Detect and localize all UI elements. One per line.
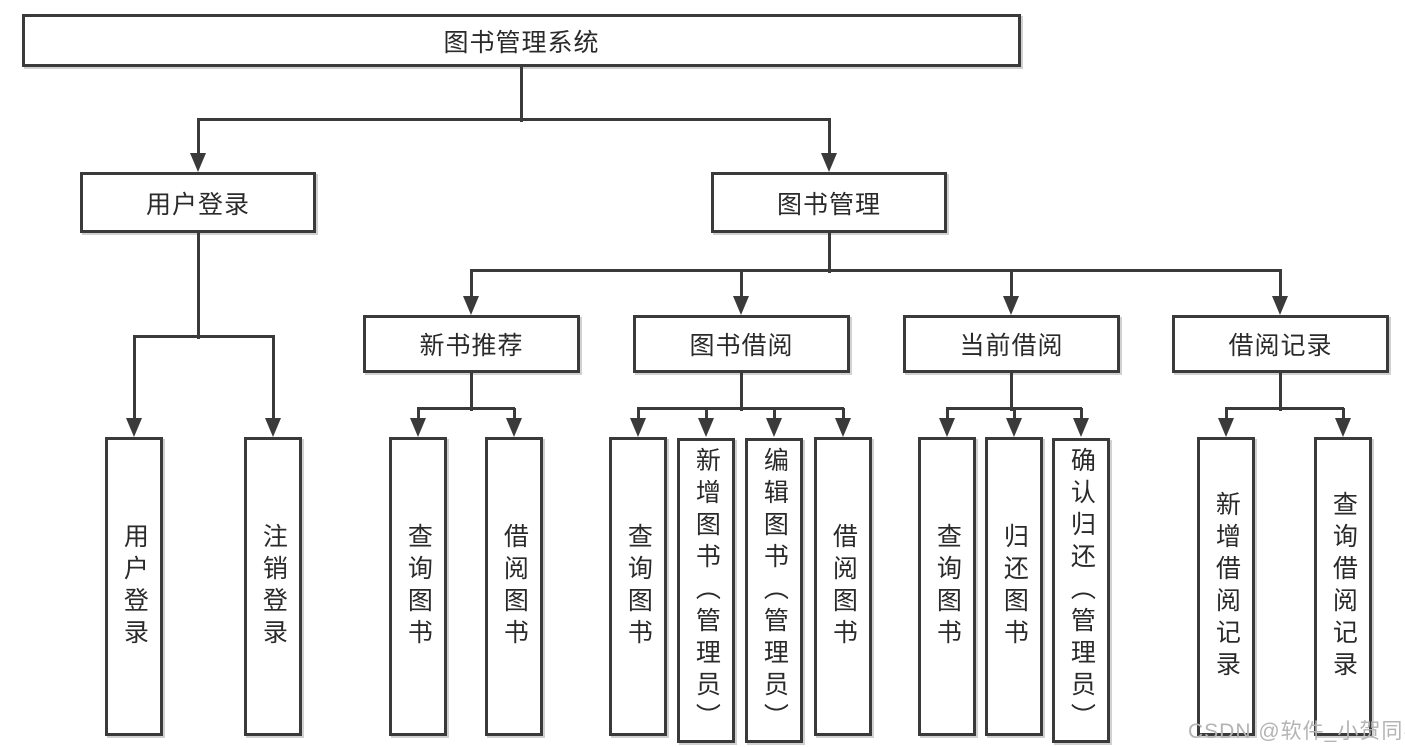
connector-vertical [1225, 408, 1228, 423]
arrow-down-icon [939, 418, 955, 437]
arrow-down-icon [126, 418, 142, 437]
connector-vertical [740, 270, 743, 301]
connector-vertical [1080, 408, 1083, 423]
arrow-down-icon [190, 153, 206, 172]
node-user-login: 用户登录 [80, 172, 316, 233]
connector-vertical [197, 233, 200, 339]
csdn-watermark: CSDN @软件_小贺同学 [1188, 720, 1405, 743]
connector-vertical [272, 336, 275, 423]
leaf-newbook-query-books: 查询图书 [389, 437, 447, 736]
connector-vertical [705, 408, 708, 423]
leaf-logout-label: 注销登录 [259, 522, 288, 651]
leaf-borrowing-query-books-label: 查询图书 [624, 522, 653, 651]
connector-vertical [740, 373, 743, 411]
connector-vertical [470, 373, 473, 411]
node-borrowing-records: 借阅记录 [1172, 315, 1389, 373]
leaf-borrowing-borrow-books-label: 借阅图书 [829, 522, 858, 651]
arrow-down-icon [1335, 418, 1351, 437]
connector-vertical [197, 119, 200, 158]
leaf-logout: 注销登录 [244, 437, 302, 736]
leaf-borrowing-borrow-books: 借阅图书 [814, 437, 872, 736]
arrow-down-icon [1272, 296, 1288, 315]
leaf-confirm-return-admin: 确认归还（管理员） [1052, 438, 1110, 743]
arrow-down-icon [766, 418, 782, 437]
connector-horizontal [197, 118, 831, 121]
connector-vertical [842, 408, 845, 423]
arrow-down-icon [1073, 418, 1089, 437]
leaf-borrowing-query-books: 查询图书 [609, 437, 667, 736]
connector-vertical [470, 270, 473, 301]
leaf-add-borrow-record-label: 新增借阅记录 [1212, 490, 1241, 683]
leaf-newbook-borrow-books-label: 借阅图书 [500, 522, 529, 651]
arrow-down-icon [733, 296, 749, 315]
arrow-down-icon [265, 418, 281, 437]
arrow-down-icon [698, 418, 714, 437]
arrow-down-icon [1006, 418, 1022, 437]
leaf-edit-books-admin-label: 编辑图书（管理员） [760, 446, 789, 735]
leaf-newbook-borrow-books: 借阅图书 [485, 437, 543, 736]
arrow-down-icon [410, 418, 426, 437]
leaf-return-books: 归还图书 [985, 437, 1043, 736]
arrow-down-icon [630, 418, 646, 437]
leaf-confirm-return-admin-label: 确认归还（管理员） [1067, 446, 1096, 735]
leaf-newbook-query-books-label: 查询图书 [404, 522, 433, 651]
connector-vertical [946, 408, 949, 423]
leaf-edit-books-admin: 编辑图书（管理员） [745, 438, 803, 743]
connector-vertical [828, 119, 831, 158]
leaf-add-books-admin: 新增图书（管理员） [677, 438, 735, 743]
connector-horizontal [417, 407, 515, 410]
node-book-borrowing: 图书借阅 [633, 315, 850, 373]
leaf-add-books-admin-label: 新增图书（管理员） [692, 446, 721, 735]
node-library-management-system: 图书管理系统 [22, 14, 1021, 67]
leaf-current-query-books-label: 查询图书 [933, 522, 962, 651]
leaf-query-borrow-record: 查询借阅记录 [1314, 437, 1372, 736]
connector-vertical [828, 233, 831, 273]
arrow-down-icon [463, 296, 479, 315]
connector-vertical [773, 408, 776, 423]
leaf-return-books-label: 归还图书 [1000, 522, 1029, 651]
connector-vertical [1010, 270, 1013, 301]
connector-vertical [133, 336, 136, 423]
connector-vertical [1279, 373, 1282, 411]
leaf-query-borrow-record-label: 查询借阅记录 [1329, 490, 1358, 683]
arrow-down-icon [835, 418, 851, 437]
connector-vertical [1010, 373, 1013, 411]
node-current-borrowing: 当前借阅 [903, 315, 1120, 373]
connector-vertical [417, 408, 420, 423]
connector-vertical [637, 408, 640, 423]
arrow-down-icon [506, 418, 522, 437]
node-book-management: 图书管理 [711, 172, 947, 233]
leaf-user-login-label: 用户登录 [120, 522, 149, 651]
arrow-down-icon [1218, 418, 1234, 437]
connector-vertical [520, 67, 523, 122]
connector-horizontal [133, 335, 275, 338]
connector-vertical [1342, 408, 1345, 423]
connector-vertical [1013, 408, 1016, 423]
connector-horizontal [470, 269, 1282, 272]
connector-vertical [513, 408, 516, 423]
leaf-user-login: 用户登录 [105, 437, 163, 736]
arrow-down-icon [821, 153, 837, 172]
node-new-book-recommendation: 新书推荐 [363, 315, 580, 373]
leaf-current-query-books: 查询图书 [918, 437, 976, 736]
leaf-add-borrow-record: 新增借阅记录 [1197, 437, 1255, 736]
connector-vertical [1279, 270, 1282, 301]
connector-horizontal [1225, 407, 1344, 410]
arrow-down-icon [1003, 296, 1019, 315]
